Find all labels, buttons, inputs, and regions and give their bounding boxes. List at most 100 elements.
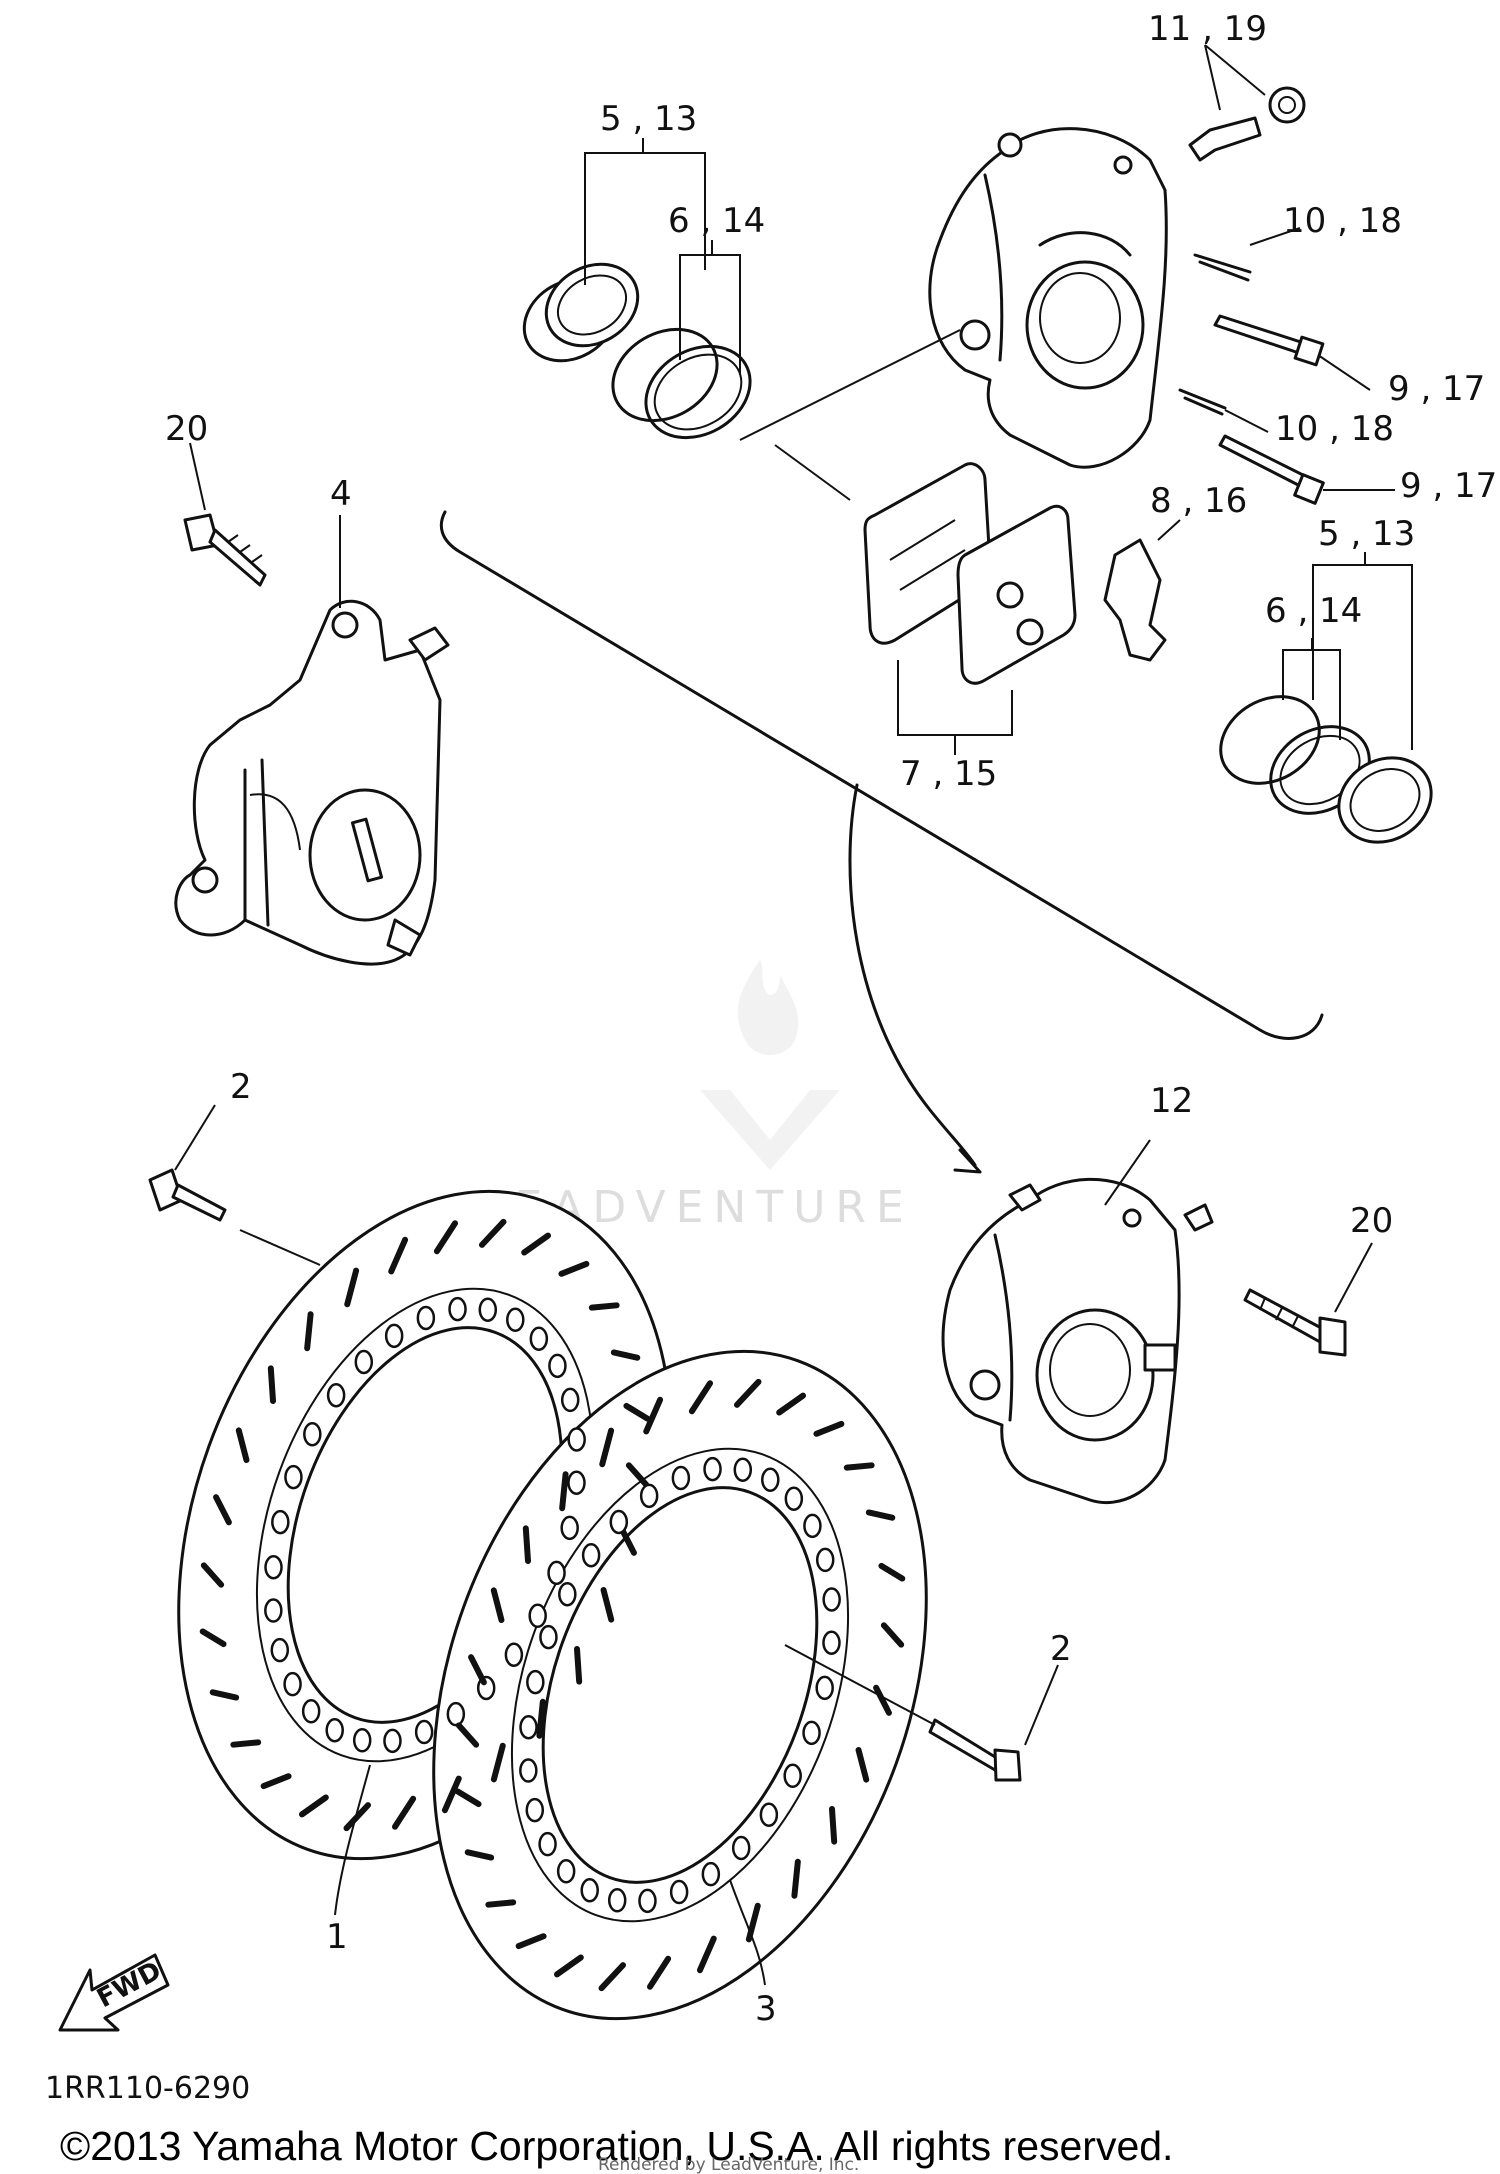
disc-slot [588,1302,620,1311]
disc-slot [610,1349,641,1361]
disc-slot [688,1380,714,1415]
disc-slot [553,1954,584,1978]
diagram-code: 1RR110-6290 [45,2071,250,2106]
disc-hole [478,1297,498,1322]
disc-slot [878,1562,906,1582]
disc-hole [822,1587,841,1612]
disc-hole [528,1603,547,1629]
piston-lower [1337,756,1433,844]
disc-hole [446,1701,466,1727]
callout-4: 4 [330,474,352,514]
disc-slot [643,1396,664,1435]
disc-hole [822,1630,841,1655]
leadventure-watermark-logo [700,960,840,1170]
disc-slot [733,1378,762,1408]
disc-slot [696,1935,717,1974]
disc-slot [573,1645,583,1685]
callout-1: 1 [326,1917,348,1957]
disc-hole [414,1719,434,1745]
callout-6-14-upper: 6 , 14 [668,201,765,241]
disc-hole [529,1326,549,1351]
bolt-left [183,513,267,587]
callout-5-13-lower: 5 , 13 [1318,514,1415,554]
callout-11-19: 11 , 19 [1148,9,1267,49]
disc-slot [433,1220,459,1255]
disc-slot [873,1684,892,1716]
brake-disc-right [432,1349,928,2021]
disc-hole [547,1560,566,1586]
disc-hole [352,1728,372,1753]
disc-slot [388,1236,409,1275]
disc-slot [454,1788,482,1808]
disc-slot [200,1562,225,1588]
disc-slot [468,1654,487,1686]
disc-slot [791,1858,801,1899]
disc-slot [260,1773,292,1790]
assembly-arrow [848,783,977,1167]
callout-10-18-upper: 10 , 18 [1283,201,1402,241]
disc-hole [671,1465,691,1491]
disc-hole [567,1470,586,1495]
disc-slot [865,1509,896,1521]
disc-slot [267,1365,277,1405]
disc-slot [515,1933,547,1950]
callout-8-16: 8 , 16 [1150,481,1247,521]
disc-slot [521,1232,552,1256]
callout-6-14-lower: 6 , 14 [1265,591,1362,631]
callout-2-lower: 2 [1050,1629,1072,1669]
caliper-left [174,599,450,966]
disc-bolt-lower [928,1718,1022,1782]
disc-hole [761,1467,780,1492]
disc-hole [802,1720,821,1746]
disc-slot [599,1427,615,1468]
disc-hole [525,1797,545,1823]
disc-hole [567,1427,586,1452]
disc-hole [669,1879,689,1905]
disc-slot [344,1267,360,1308]
pad-clip-upper [1193,253,1252,274]
disc-hole [506,1307,525,1332]
disc-slot [391,1795,417,1830]
disc-hole [639,1483,659,1509]
pad-pin-upper [1213,314,1312,357]
callout-7-15: 7 , 15 [900,754,997,794]
disc-hole [271,1509,290,1535]
piston-upper [522,262,640,363]
disc-hole [519,1715,538,1740]
disc-hole [448,1296,467,1322]
callout-9-17-lower: 9 , 17 [1400,466,1497,506]
disc-slot [304,1311,314,1352]
disc-hole [526,1669,545,1695]
copyright-notice: ©2013 Yamaha Motor Corporation, U.S.A. A… [60,2123,1173,2169]
disc-hole [325,1718,344,1743]
disc-hole [783,1763,802,1789]
callout-20-left: 20 [165,409,208,449]
disc-hole [638,1888,657,1914]
callout-9-17-upper: 9 , 17 [1388,369,1485,409]
disc-slot [455,1722,480,1748]
disc-slot [559,1471,569,1512]
disc-hole [731,1835,751,1861]
disc-slot [464,1849,495,1861]
disc-slot [490,1742,506,1783]
callout-10-18-lower: 10 , 18 [1275,409,1394,449]
disc-slot [625,1462,650,1488]
pad-spring [1103,538,1167,662]
disc-slot [843,1462,875,1471]
disc-slot [558,1260,590,1277]
pad-clip-lower [1178,388,1227,410]
disc-slot [828,1805,838,1845]
caliper-right [941,1177,1214,1505]
disc-hole [283,1671,302,1697]
disc-hole [580,1878,599,1903]
disc-slot [230,1739,262,1748]
disc-hole [548,1353,567,1379]
disc-slot [623,1402,651,1422]
disc-slot [855,1746,870,1783]
disc-hole [759,1802,779,1827]
disc-slot [478,1218,507,1248]
disc-hole [519,1758,538,1783]
disc-slot [813,1420,845,1437]
